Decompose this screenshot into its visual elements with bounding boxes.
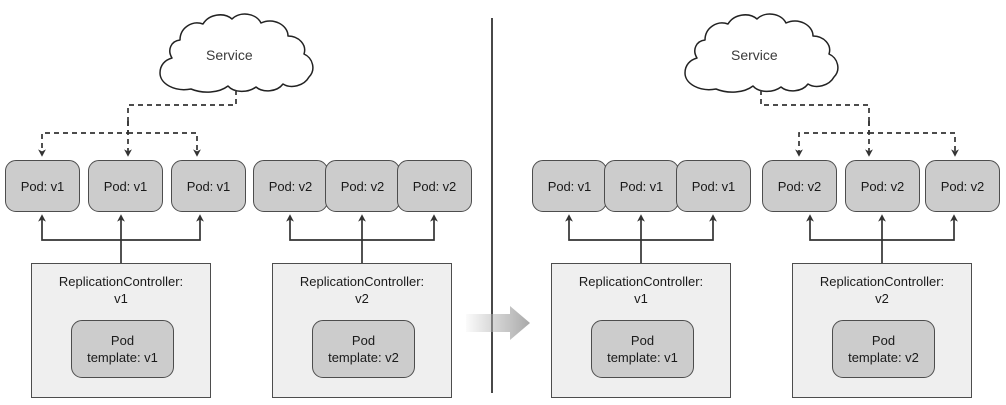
pod-label: Pod: v1 [186,178,231,194]
rc-name: ReplicationController: [819,274,945,289]
pod-left-v2-1[interactable]: Pod: v2 [253,160,328,212]
pod-label: Pod: v2 [340,178,385,194]
rc-version: v1 [634,291,648,306]
pod-template-line1: Pod [630,333,655,348]
pod-label: Pod: v2 [268,178,313,194]
pod-label: Pod: v2 [940,178,985,194]
rc-to-pods-links-left-v2 [286,214,438,263]
rc-title: ReplicationController: v2 [793,273,971,307]
service-cloud-after [684,13,839,93]
replicationcontroller-right-v1[interactable]: ReplicationController: v1 Pod template: … [551,263,731,398]
service-label-before: Service [206,47,253,63]
service-to-pods-links-before [38,90,237,157]
pod-label: Pod: v2 [777,178,822,194]
pod-label: Pod: v2 [860,178,905,194]
service-to-pods-links-after [760,90,959,157]
rc-name: ReplicationController: [299,274,425,289]
rc-title: ReplicationController: v1 [32,273,210,307]
replicationcontroller-right-v2[interactable]: ReplicationController: v2 Pod template: … [792,263,972,398]
pod-label: Pod: v1 [691,178,736,194]
pod-template-left-v2[interactable]: Pod template: v2 [312,320,415,378]
rc-to-pods-links-left-v1 [38,214,204,263]
replicationcontroller-left-v1[interactable]: ReplicationController: v1 Pod template: … [31,263,211,398]
pod-template-line2: template: v1 [607,350,678,365]
pod-template-line1: Pod [110,333,135,348]
pod-template-left-v1[interactable]: Pod template: v1 [71,320,174,378]
replicationcontroller-left-v2[interactable]: ReplicationController: v2 Pod template: … [272,263,452,398]
pod-right-v2-1[interactable]: Pod: v2 [762,160,837,212]
pod-right-v2-3[interactable]: Pod: v2 [925,160,1000,212]
pod-template-line2: template: v2 [848,350,919,365]
pod-label: Pod: v2 [412,178,457,194]
rc-version: v2 [875,291,889,306]
pod-right-v1-2[interactable]: Pod: v1 [604,160,679,212]
pod-right-v1-1[interactable]: Pod: v1 [532,160,607,212]
transition-arrow [466,306,530,340]
pod-left-v2-2[interactable]: Pod: v2 [325,160,400,212]
pod-label: Pod: v1 [20,178,65,194]
pod-right-v2-2[interactable]: Pod: v2 [845,160,920,212]
rc-to-pods-links-right-v1 [565,214,717,263]
pod-template-right-v1[interactable]: Pod template: v1 [591,320,694,378]
rc-title: ReplicationController: v1 [552,273,730,307]
pod-left-v2-3[interactable]: Pod: v2 [397,160,472,212]
rc-title: ReplicationController: v2 [273,273,451,307]
rc-name: ReplicationController: [578,274,704,289]
rc-to-pods-links-right-v2 [806,214,958,263]
service-cloud-before [159,13,314,93]
rc-version: v1 [114,291,128,306]
pod-template-line2: template: v1 [87,350,158,365]
pod-template-line1: Pod [871,333,896,348]
pod-left-v1-1[interactable]: Pod: v1 [5,160,80,212]
rc-version: v2 [355,291,369,306]
pod-label: Pod: v1 [103,178,148,194]
pod-label: Pod: v1 [619,178,664,194]
service-label-after: Service [731,47,778,63]
pod-template-line1: Pod [351,333,376,348]
pod-left-v1-3[interactable]: Pod: v1 [171,160,246,212]
pod-left-v1-2[interactable]: Pod: v1 [88,160,163,212]
pod-template-line2: template: v2 [328,350,399,365]
pod-right-v1-3[interactable]: Pod: v1 [676,160,751,212]
rc-name: ReplicationController: [58,274,184,289]
pod-label: Pod: v1 [547,178,592,194]
pod-template-right-v2[interactable]: Pod template: v2 [832,320,935,378]
